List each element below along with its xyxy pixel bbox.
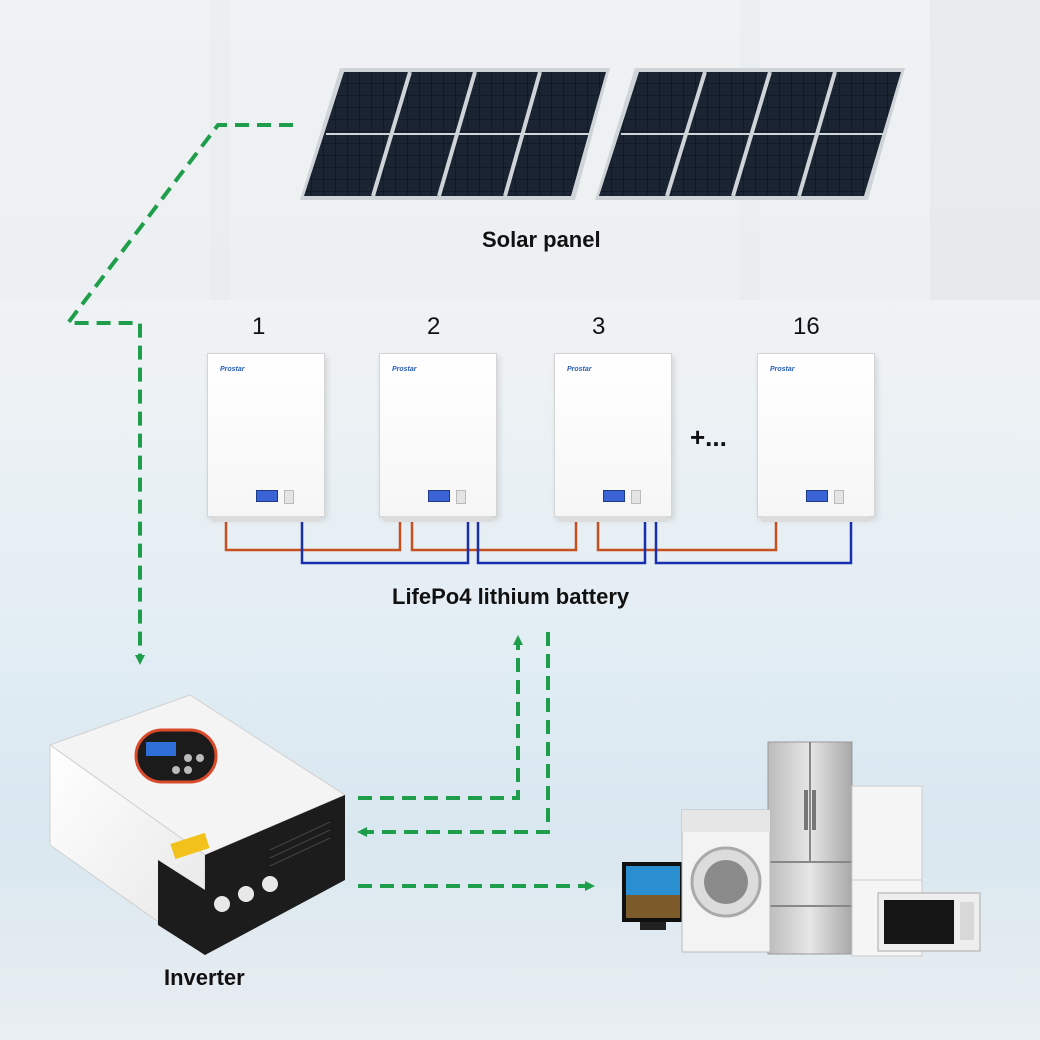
washing-machine-icon: [681, 809, 771, 953]
battery-icon: Prostar: [379, 353, 497, 522]
tv-icon: [622, 862, 684, 930]
battery-wiring: [224, 518, 853, 565]
battery-switch: [631, 490, 641, 504]
microwave-icon: [877, 892, 981, 952]
inverter-label: Inverter: [164, 965, 245, 990]
inverter-icon: [48, 694, 347, 956]
battery-label: LifePo4 lithium battery: [392, 584, 630, 609]
battery-brand: Prostar: [392, 366, 417, 373]
battery-display: [806, 490, 828, 502]
battery-number-3: 3: [592, 313, 606, 340]
battery-switch: [834, 490, 844, 504]
battery-brand: Prostar: [220, 366, 245, 373]
battery-switch: [456, 490, 466, 504]
refrigerator-icon: [767, 741, 853, 955]
positive-wire: [596, 518, 778, 552]
energy-flow-arrows: [63, 123, 595, 891]
battery-number-16: 16: [793, 313, 820, 340]
battery-brand: Prostar: [567, 366, 592, 373]
flow-inverter-to-battery: [358, 635, 523, 800]
positive-wire: [224, 518, 402, 552]
battery-switch: [284, 490, 294, 504]
battery-icon: Prostar: [207, 353, 325, 522]
battery-icon: Prostar: [554, 353, 672, 522]
battery-display: [256, 490, 278, 502]
solar-panel-label: Solar panel: [482, 227, 601, 252]
battery-number-2: 2: [427, 313, 441, 340]
battery-icon: Prostar: [757, 353, 875, 522]
more-batteries-label: +...: [690, 422, 727, 452]
battery-display: [603, 490, 625, 502]
flow-panel-to-inverter: [63, 123, 293, 665]
flow-battery-to-inverter: [357, 632, 550, 837]
battery-brand: Prostar: [770, 366, 795, 373]
negative-wire: [476, 518, 647, 565]
solar-panel-right: [595, 68, 905, 200]
appliances-icon: [622, 741, 981, 957]
solar-panel-left: [300, 68, 610, 200]
positive-wire: [410, 518, 578, 552]
negative-wire: [654, 518, 853, 565]
negative-wire: [300, 518, 470, 565]
battery-display: [428, 490, 450, 502]
battery-number-1: 1: [252, 313, 266, 340]
solar-panel-icon: [300, 68, 905, 200]
